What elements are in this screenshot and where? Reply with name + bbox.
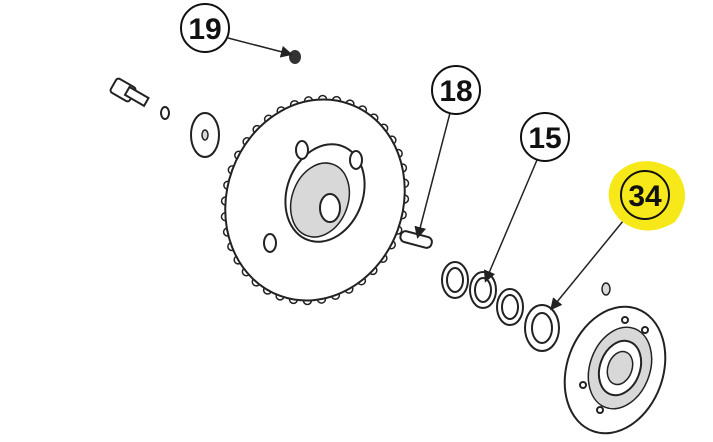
key-pin (399, 230, 433, 249)
leader-34 (550, 214, 629, 311)
callout-15[interactable]: 15 (520, 112, 570, 162)
callout-15-label: 15 (528, 122, 561, 155)
callout-34[interactable]: 34 (608, 161, 685, 231)
small-nut (160, 106, 170, 120)
callout-19-label: 19 (188, 13, 221, 46)
bolt (109, 77, 150, 108)
set-screw (289, 50, 301, 64)
callout-34-label: 34 (628, 180, 662, 213)
ring-3 (496, 288, 524, 326)
bearing-hub (563, 305, 667, 435)
callout-19[interactable]: 19 (180, 3, 230, 53)
leader-19 (227, 37, 293, 58)
ring-2 (469, 271, 497, 309)
washer (190, 112, 220, 158)
leader-18 (414, 112, 451, 239)
callout-18[interactable]: 18 (431, 65, 481, 115)
callout-18-label: 18 (439, 75, 472, 108)
small-screw (601, 282, 611, 296)
ring-1 (441, 261, 469, 299)
sprocket (220, 94, 410, 306)
ring-34 (524, 304, 560, 352)
leader-15 (483, 159, 538, 283)
